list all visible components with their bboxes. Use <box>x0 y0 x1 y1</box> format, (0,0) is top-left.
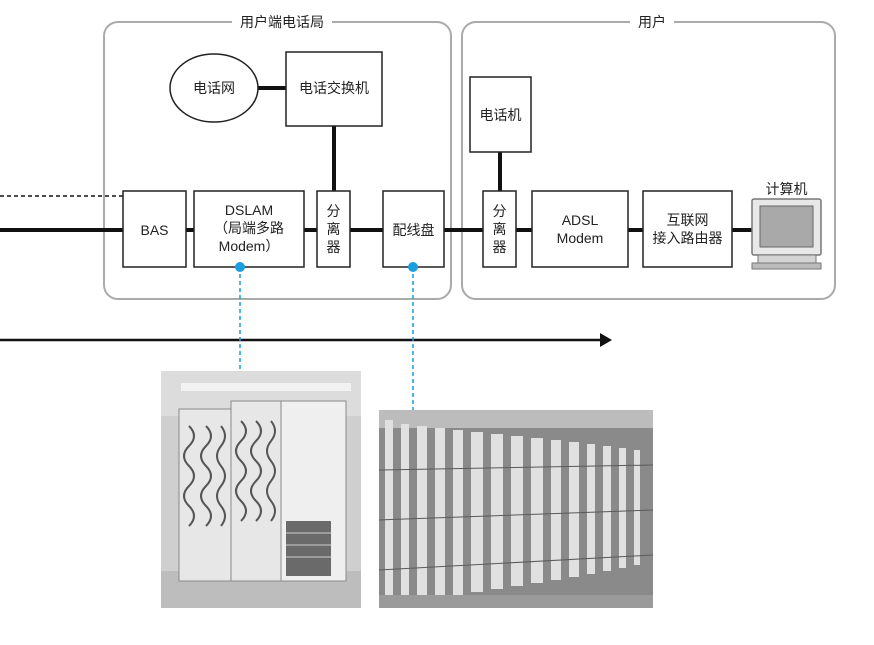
dslam-box <box>193 190 305 268</box>
computer-label: 计算机 <box>765 181 808 197</box>
splitter-co-char: 离 <box>326 221 341 237</box>
adsl-modem-label-line1: ADSL <box>561 212 599 228</box>
dslam-label: DSLAM （局端多路 Modem） <box>194 201 304 255</box>
router-label-line2: 接入路由器 <box>652 230 723 246</box>
adsl-modem-label-line2: Modem <box>556 230 604 246</box>
user-group-title: 用户 <box>630 12 674 32</box>
router-box <box>642 190 733 268</box>
splitter-co-box <box>316 190 351 268</box>
telephone-exchange-box <box>285 51 383 127</box>
dslam-label-line3: Modem） <box>218 238 280 254</box>
dslam-label-line2: （局端多路 <box>214 220 284 236</box>
splitter-co-char: 分 <box>326 203 341 219</box>
mdf-box <box>382 190 445 268</box>
telephone-label: 电话机 <box>479 107 522 123</box>
splitter-co-label: 分 离 器 <box>317 202 350 256</box>
mdf-callout-dot <box>408 262 418 272</box>
bas-label: BAS <box>140 222 169 238</box>
bas-box <box>122 190 187 268</box>
telephone-box <box>469 76 532 153</box>
mdf-frame-photo <box>379 410 653 608</box>
computer-icon <box>751 198 822 270</box>
splitter-user-char: 器 <box>492 239 507 255</box>
telephone-network-node <box>169 53 259 123</box>
router-label: 互联网 接入路由器 <box>643 211 732 247</box>
direction-arrowhead <box>600 333 612 347</box>
router-label-line1: 互联网 <box>666 212 709 228</box>
splitter-user-label: 分 离 器 <box>483 202 516 256</box>
adsl-modem-label: ADSL Modem <box>532 211 628 247</box>
central-office-group-title: 用户端电话局 <box>232 12 332 32</box>
dslam-label-line1: DSLAM <box>224 202 274 218</box>
splitter-user-box <box>482 190 517 268</box>
splitter-co-char: 器 <box>326 239 341 255</box>
telephone-exchange-label: 电话交换机 <box>299 80 369 96</box>
dslam-callout-dot <box>235 262 245 272</box>
mdf-label: 配线盘 <box>392 222 435 238</box>
telephone-network-label: 电话网 <box>193 80 235 96</box>
main-line <box>0 86 752 232</box>
dslam-rack-photo <box>161 371 361 608</box>
splitter-user-char: 分 <box>492 203 507 219</box>
adsl-modem-box <box>531 190 629 268</box>
splitter-user-char: 离 <box>492 221 507 237</box>
